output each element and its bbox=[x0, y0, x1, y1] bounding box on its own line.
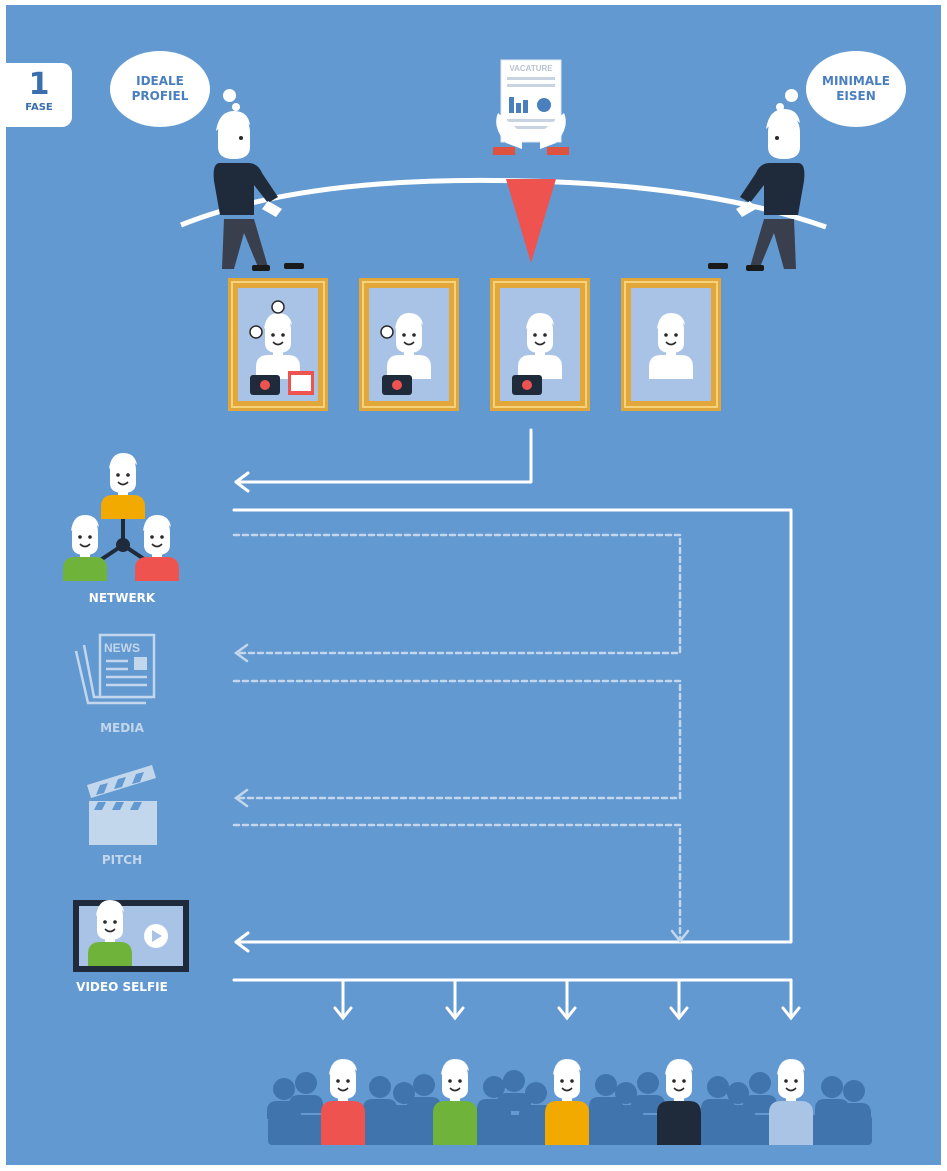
bubble-right-line2: EISEN bbox=[836, 89, 876, 103]
left-puller-figure bbox=[213, 111, 304, 271]
channel-label-pitch: PITCH bbox=[101, 853, 143, 867]
dashed-flow-arrows bbox=[232, 533, 682, 942]
channel-label-media: MEDIA bbox=[100, 721, 144, 735]
minimum-requirements-bubble: MINIMALE EISEN bbox=[806, 51, 906, 127]
right-puller-figure bbox=[708, 109, 805, 271]
bubble-left-line1: IDEALE bbox=[136, 74, 184, 88]
bubble-right-dot-large bbox=[785, 89, 798, 102]
phase-label: FASE bbox=[25, 102, 53, 113]
candidate-4 bbox=[656, 1058, 702, 1145]
rope bbox=[180, 177, 827, 230]
news-label: NEWS bbox=[104, 641, 140, 655]
flow-arrows bbox=[232, 428, 793, 953]
bubble-right-dot-small bbox=[776, 103, 784, 111]
portrait-frame-1 bbox=[228, 278, 328, 411]
portrait-frame-2 bbox=[359, 278, 459, 411]
newspaper-icon: NEWS bbox=[74, 633, 156, 705]
bubble-left-line2: PROFIEL bbox=[131, 89, 189, 103]
candidate-5 bbox=[768, 1058, 814, 1145]
portrait-frame-4 bbox=[621, 278, 721, 411]
candidate-2 bbox=[432, 1058, 478, 1145]
candidate-1 bbox=[320, 1058, 366, 1145]
phase-number: 1 bbox=[28, 67, 50, 102]
vacancy-document bbox=[493, 59, 569, 155]
candidate-3 bbox=[544, 1058, 590, 1145]
channel-label-netwerk: NETWERK bbox=[88, 591, 156, 605]
diagram-canvas: NEWS bbox=[62, 59, 872, 1145]
video-selfie-icon bbox=[73, 899, 189, 972]
dashed-arrowheads bbox=[233, 643, 690, 944]
infographic-panel: NEWS bbox=[6, 5, 941, 1165]
channel-label-video-selfie: VIDEO SELFIE bbox=[76, 980, 168, 994]
clapperboard-icon bbox=[87, 765, 157, 845]
bubble-left-dot-large bbox=[223, 89, 236, 102]
candidates bbox=[320, 1058, 814, 1145]
selection-pointer bbox=[506, 179, 556, 263]
ideal-profile-bubble: IDEALE PROFIEL bbox=[110, 51, 210, 127]
document-title: VACATURE bbox=[509, 64, 553, 73]
distribution-arrows bbox=[232, 978, 801, 1021]
bubble-right-line1: MINIMALE bbox=[822, 74, 890, 88]
portrait-frame-3 bbox=[490, 278, 590, 411]
bubble-left-dot-small bbox=[232, 103, 240, 111]
phase-badge: 1 FASE bbox=[6, 63, 72, 127]
network-icon bbox=[62, 452, 180, 582]
